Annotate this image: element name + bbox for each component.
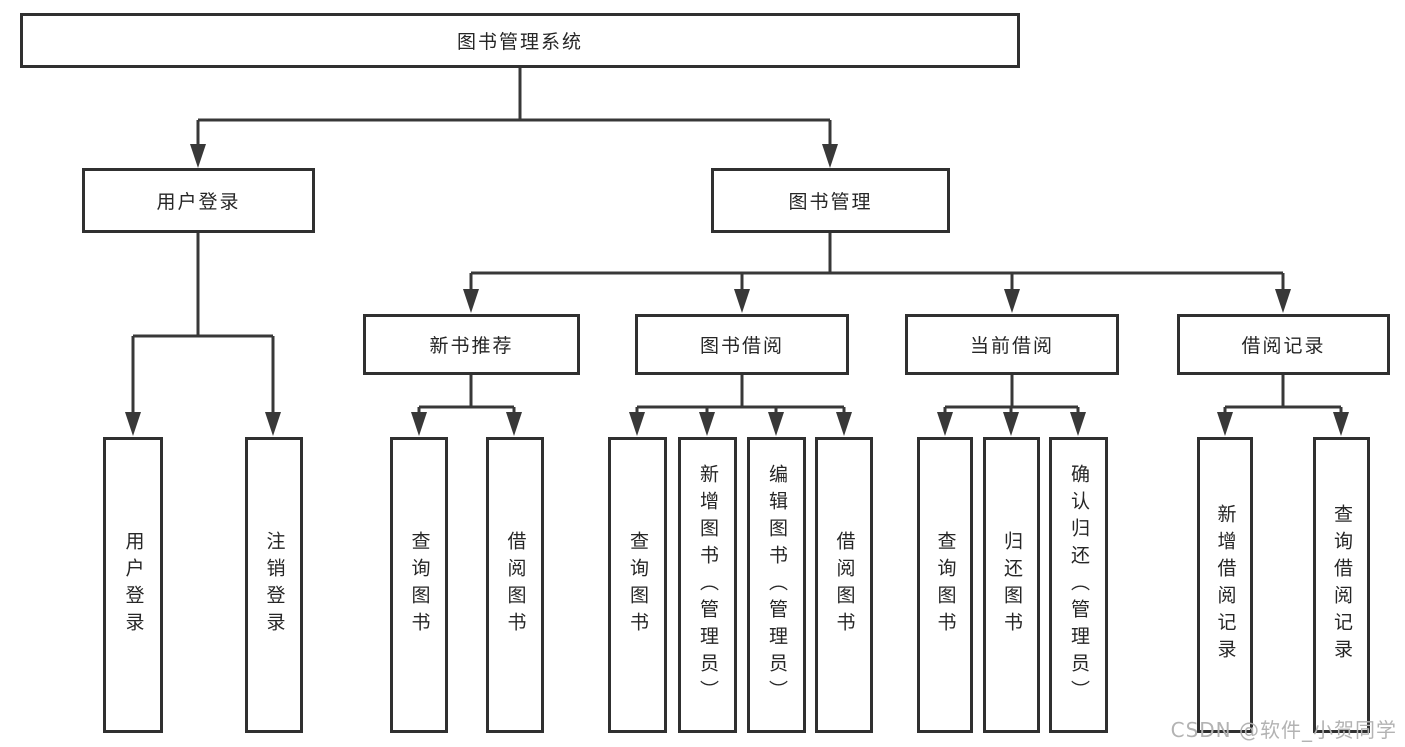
node-user-login-leaf: 用户登录 xyxy=(103,437,163,733)
node-book-management: 图书管理 xyxy=(711,168,950,233)
node-borrow-records: 借阅记录 xyxy=(1177,314,1390,375)
node-user-login: 用户登录 xyxy=(82,168,315,233)
connector-current xyxy=(943,375,1080,414)
node-add-borrow-record: 新增借阅记录 xyxy=(1197,437,1253,733)
node-query-books-current: 查询图书 xyxy=(917,437,973,733)
arrowhead-icon xyxy=(629,412,645,436)
arrowhead-icon xyxy=(1070,412,1086,436)
arrowhead-icon xyxy=(937,412,953,436)
arrowhead-icon xyxy=(1333,412,1349,436)
connector-management xyxy=(469,233,1285,291)
arrowhead-icon xyxy=(734,289,750,313)
connector-root xyxy=(196,68,832,146)
arrowhead-icon xyxy=(190,144,206,168)
node-confirm-return-admin: 确认归还（管理员） xyxy=(1049,437,1108,733)
arrowhead-icon xyxy=(836,412,852,436)
arrowhead-icon xyxy=(411,412,427,436)
node-logout: 注销登录 xyxy=(245,437,303,733)
node-add-books-admin: 新增图书（管理员） xyxy=(678,437,737,733)
arrowhead-icon xyxy=(463,289,479,313)
arrowhead-icon xyxy=(822,144,838,168)
watermark: CSDN @软件_小贺同学 xyxy=(1170,718,1397,742)
node-return-books: 归还图书 xyxy=(983,437,1040,733)
node-query-borrow-record: 查询借阅记录 xyxy=(1313,437,1370,733)
node-new-book-recommend: 新书推荐 xyxy=(363,314,580,375)
node-edit-books-admin: 编辑图书（管理员） xyxy=(747,437,806,733)
arrowhead-icon xyxy=(506,412,522,436)
arrowhead-icon xyxy=(1003,412,1019,436)
node-query-books-borrow: 查询图书 xyxy=(608,437,667,733)
arrowhead-icon xyxy=(1217,412,1233,436)
node-borrow-books-leaf: 借阅图书 xyxy=(815,437,873,733)
arrowhead-icon xyxy=(699,412,715,436)
arrowhead-icon xyxy=(768,412,784,436)
node-query-books-recommend: 查询图书 xyxy=(390,437,448,733)
arrowhead-icon xyxy=(1004,289,1020,313)
connector-login xyxy=(131,233,275,414)
node-borrow-books-recommend: 借阅图书 xyxy=(486,437,544,733)
connector-recommend xyxy=(417,375,516,414)
arrowhead-icon xyxy=(1275,289,1291,313)
arrowhead-icon xyxy=(265,412,281,436)
node-current-borrow: 当前借阅 xyxy=(905,314,1119,375)
node-book-borrow: 图书借阅 xyxy=(635,314,849,375)
connector-borrow xyxy=(635,375,846,414)
node-library-management-system: 图书管理系统 xyxy=(20,13,1020,68)
connector-records xyxy=(1223,375,1343,414)
arrowhead-icon xyxy=(125,412,141,436)
